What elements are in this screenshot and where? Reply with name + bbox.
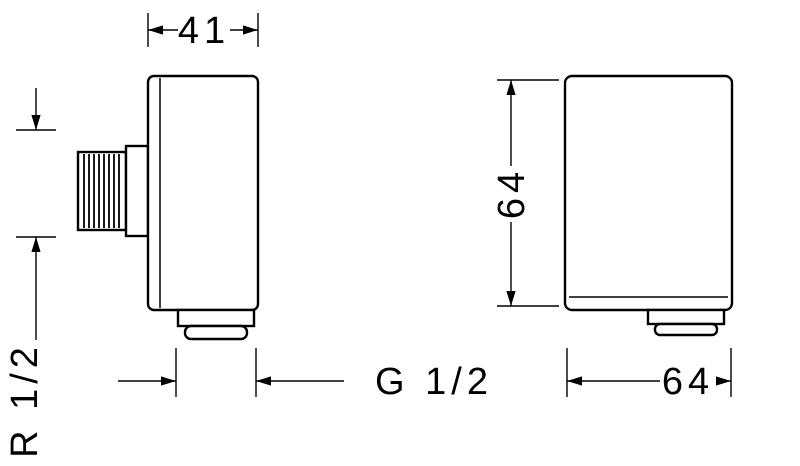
dimension-outlet-thread: G 1/2 xyxy=(118,348,493,403)
thread-flange xyxy=(124,144,150,238)
dimension-face-width: 64 xyxy=(566,348,732,403)
side-view xyxy=(76,74,260,341)
arrow-right-icon xyxy=(716,376,731,386)
arrow-right-icon xyxy=(243,25,258,35)
front-outlet-neck xyxy=(646,308,726,326)
thread-hatching xyxy=(83,154,120,228)
front-face-plate xyxy=(563,74,734,312)
dimension-label-face-height: 64 xyxy=(491,167,533,219)
dimension-label-face-width: 64 xyxy=(662,361,714,403)
dimension-label-outlet-thread: G 1/2 xyxy=(375,361,493,403)
arrow-up-icon xyxy=(31,237,41,252)
arrow-left-icon xyxy=(256,376,271,386)
dimension-inlet-thread: R 1/2 xyxy=(4,88,56,458)
dimension-label-inlet-thread: R 1/2 xyxy=(4,342,46,458)
side-body xyxy=(146,74,260,312)
inlet-thread-nipple xyxy=(76,150,128,232)
front-view xyxy=(563,74,734,337)
arrow-up-icon xyxy=(506,80,516,95)
arrow-down-icon xyxy=(506,291,516,306)
arrow-left-icon xyxy=(567,376,582,386)
side-outlet-tip xyxy=(183,324,249,341)
dimension-face-height: 64 xyxy=(491,79,559,307)
dimension-body-width: 41 xyxy=(147,10,259,52)
arrow-down-icon xyxy=(31,115,41,130)
arrow-right-icon xyxy=(161,376,176,386)
arrow-left-icon xyxy=(148,25,163,35)
front-outlet-tip xyxy=(653,322,719,337)
side-outlet-neck xyxy=(176,308,256,328)
dimension-label-body-width: 41 xyxy=(178,10,230,52)
